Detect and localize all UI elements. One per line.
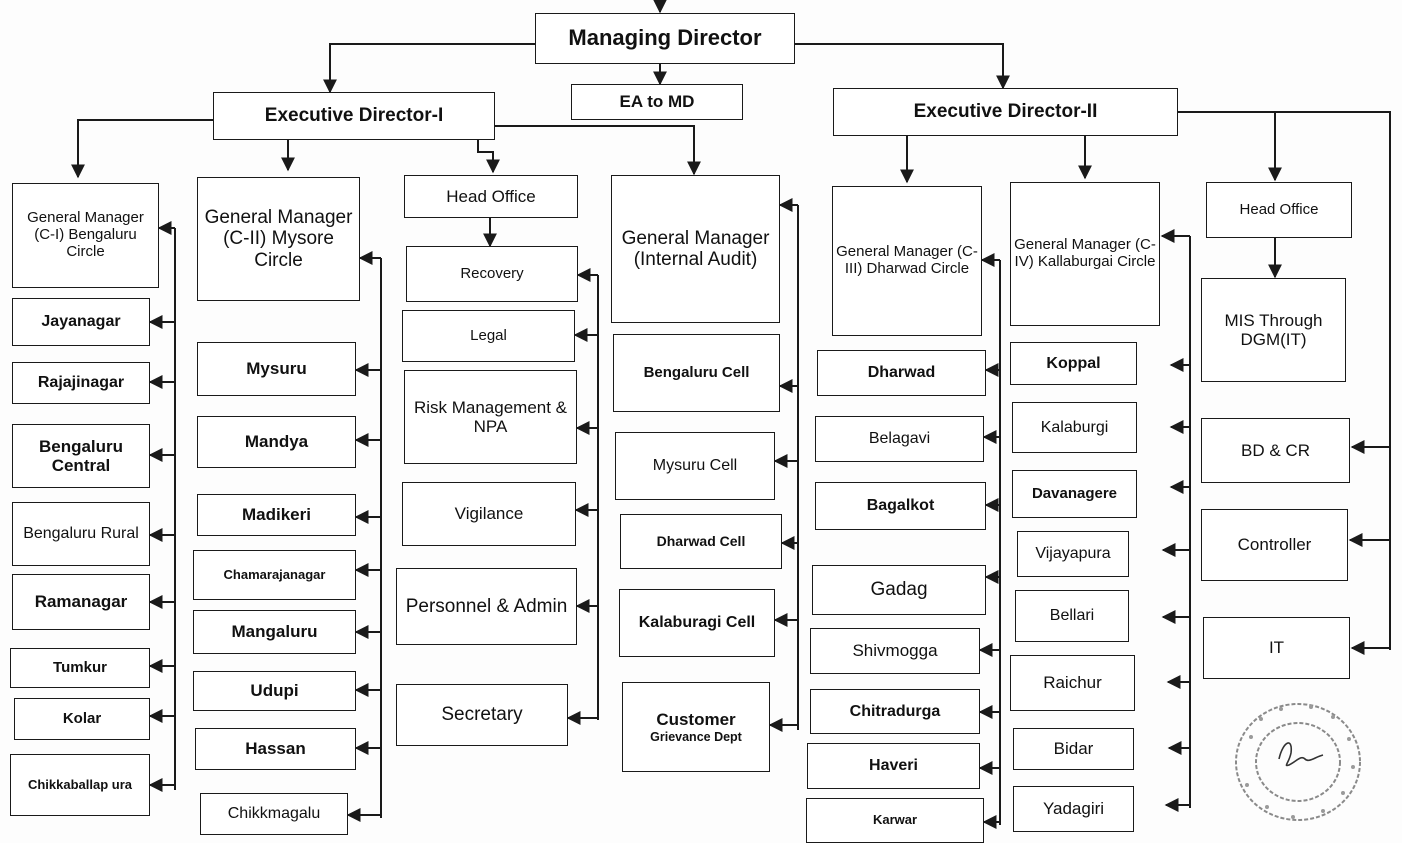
branch-dharwad: Dharwad [817,350,986,396]
gm-c3-dharwad-circle: General Manager (C-III) Dharwad Circle [832,186,982,336]
executive-director-2-box: Executive Director-II [833,88,1178,136]
ea-to-md-box: EA to MD [571,84,743,120]
branch-yadagiri: Yadagiri [1013,786,1134,832]
branch-haveri: Haveri [807,743,980,789]
dept-secretary: Secretary [396,684,568,746]
gm-c1-bengaluru-circle: General Manager (C-I) Bengaluru Circle [12,183,159,288]
branch-koppal: Koppal [1010,342,1137,385]
head-office-ed2: Head Office [1206,182,1352,238]
branch-hassan: Hassan [195,728,356,770]
branch-mandya: Mandya [197,416,356,468]
branch-mysuru: Mysuru [197,342,356,396]
audit-mysuru-cell: Mysuru Cell [615,432,775,500]
branch-chamarajanagar: Chamarajanagar [193,550,356,600]
dept-personnel-admin: Personnel & Admin [396,568,577,645]
dept-it: IT [1203,617,1350,679]
dept-legal: Legal [402,310,575,362]
branch-tumkur: Tumkur [10,648,150,688]
gm-internal-audit: General Manager (Internal Audit) [611,175,780,323]
branch-shivmogga: Shivmogga [810,628,980,674]
dept-controller: Controller [1201,509,1348,581]
managing-director-box: Managing Director [535,13,795,64]
branch-bellari: Bellari [1015,590,1129,642]
dept-vigilance: Vigilance [402,482,576,546]
branch-chikkmagalur: Chikkmagalu [200,793,348,835]
branch-kolar: Kolar [14,698,150,740]
branch-karwar: Karwar [806,798,984,843]
dept-bd-cr: BD & CR [1201,418,1350,483]
branch-bidar: Bidar [1013,728,1134,770]
branch-madikeri: Madikeri [197,494,356,536]
branch-ramanagar: Ramanagar [12,574,150,630]
branch-chikkaballapura: Chikkaballap ura [10,754,150,816]
branch-gadag: Gadag [812,565,986,615]
branch-raichur: Raichur [1010,655,1135,711]
official-seal-icon [1235,703,1361,821]
branch-rajajinagar: Rajajinagar [12,362,150,404]
gm-c2-mysore-circle: General Manager (C-II) Mysore Circle [197,177,360,301]
branch-chitradurga: Chitradurga [810,689,980,734]
customer-grievance-line1: Customer [656,710,736,730]
audit-dharwad-cell: Dharwad Cell [620,514,782,569]
audit-bengaluru-cell: Bengaluru Cell [613,334,780,412]
branch-udupi: Udupi [193,671,356,711]
branch-bengaluru-central: Bengaluru Central [12,424,150,488]
executive-director-1-box: Executive Director-I [213,92,495,140]
customer-grievance-line2: Grievance Dept [650,729,742,744]
customer-grievance-dept: Customer Grievance Dept [622,682,770,772]
branch-mangaluru: Mangaluru [193,610,356,654]
head-office-ed1: Head Office [404,175,578,218]
branch-jayanagar: Jayanagar [12,298,150,346]
dept-risk-management-npa: Risk Management & NPA [404,370,577,464]
dept-mis-through-dgm-it: MIS Through DGM(IT) [1201,278,1346,382]
branch-kalaburgi: Kalaburgi [1012,402,1137,453]
audit-kalaburagi-cell: Kalaburagi Cell [619,589,775,657]
dept-recovery: Recovery [406,246,578,302]
branch-vijayapura: Vijayapura [1017,531,1129,577]
gm-c4-kallaburgai-circle: General Manager (C-IV) Kallaburgai Circl… [1010,182,1160,326]
branch-davanagere: Davanagere [1012,470,1137,518]
branch-belagavi: Belagavi [815,416,984,462]
branch-bengaluru-rural: Bengaluru Rural [12,502,150,566]
branch-bagalkot: Bagalkot [815,482,986,530]
